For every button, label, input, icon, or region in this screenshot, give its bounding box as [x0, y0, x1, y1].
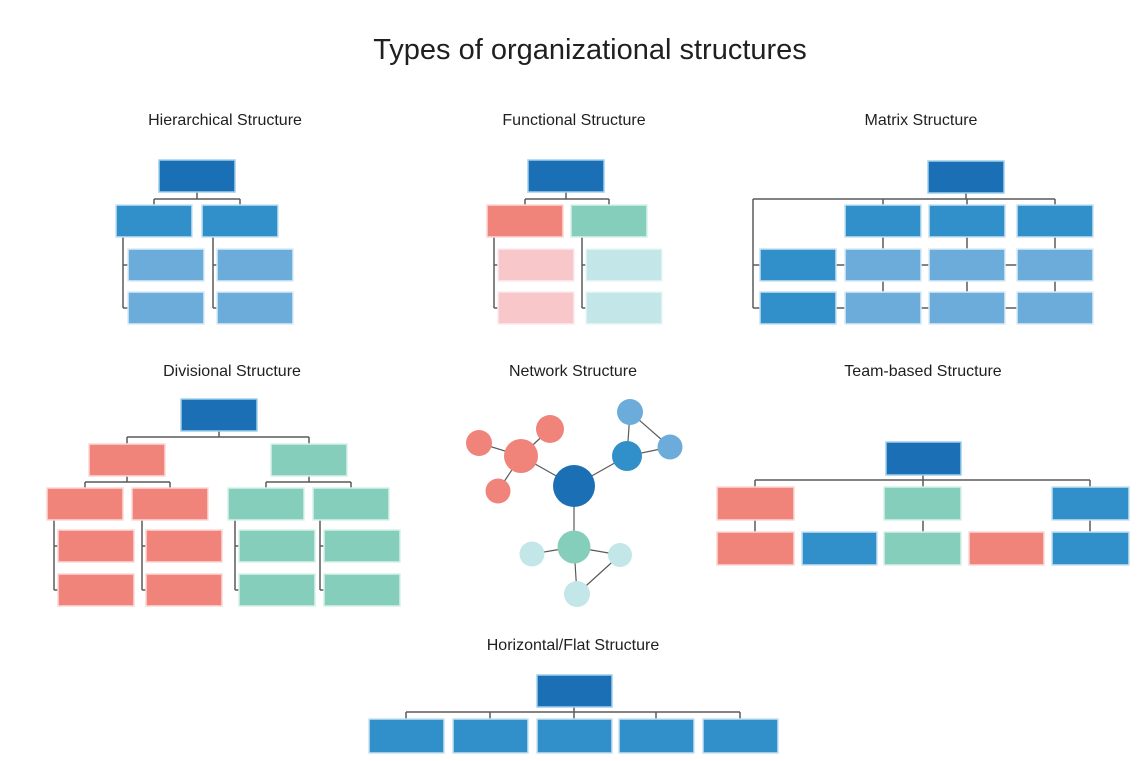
matrix-node-box — [844, 248, 922, 282]
matrix-node-box — [759, 291, 837, 325]
horizontal-flat-node-box — [368, 718, 445, 754]
functional-node-box — [570, 204, 648, 238]
panel-title-horizontal-flat: Horizontal/Flat Structure — [486, 637, 660, 654]
hierarchical-node-box — [216, 291, 294, 325]
divisional-node-box — [131, 487, 209, 521]
panel-title-team-based: Team-based Structure — [844, 363, 1002, 380]
divisional-node-box — [180, 398, 258, 432]
horizontal-flat-node-box — [452, 718, 529, 754]
divisional-node-box — [145, 529, 223, 563]
network-node-circle — [519, 541, 545, 567]
team-based-node-box — [801, 531, 878, 566]
network-node-circle — [612, 441, 642, 471]
matrix-node-box — [928, 204, 1006, 238]
divisional-node-box — [270, 443, 348, 477]
matrix-node-box — [1016, 248, 1094, 282]
divisional-node-box — [227, 487, 305, 521]
divisional-node-box — [323, 573, 401, 607]
functional-node-box — [497, 291, 575, 325]
hierarchical-node-box — [127, 291, 205, 325]
horizontal-flat-node-box — [536, 674, 613, 708]
hierarchical-node-box — [127, 248, 205, 282]
matrix-node-box — [844, 291, 922, 325]
team-based-node-box — [1051, 531, 1130, 566]
team-based-node-box — [968, 531, 1045, 566]
matrix-node-box — [928, 248, 1006, 282]
divisional-node-box — [57, 529, 135, 563]
hierarchical-node-box — [201, 204, 279, 238]
matrix-node-box — [759, 248, 837, 282]
network-node-circle — [657, 434, 683, 460]
panel-title-matrix: Matrix Structure — [864, 112, 978, 129]
team-based-node-box — [716, 531, 795, 566]
panel-title-functional: Functional Structure — [502, 112, 646, 129]
network-node-circle — [466, 430, 492, 456]
divisional-node-box — [238, 573, 316, 607]
network-node-circle — [608, 543, 632, 567]
network-node-circle — [557, 530, 591, 564]
matrix-node-box — [927, 160, 1005, 194]
matrix-node-box — [844, 204, 922, 238]
divisional-node-box — [238, 529, 316, 563]
divisional-node-box — [46, 487, 124, 521]
panel-matrix — [752, 160, 1094, 325]
panel-functional — [486, 159, 663, 325]
network-node-circle — [504, 439, 538, 473]
horizontal-flat-node-box — [536, 718, 613, 754]
functional-node-box — [585, 291, 663, 325]
panel-divisional — [46, 398, 401, 607]
hierarchical-node-box — [115, 204, 193, 238]
horizontal-flat-node-box — [702, 718, 779, 754]
network-node-circle — [485, 478, 511, 504]
functional-node-box — [497, 248, 575, 282]
network-node-circle — [564, 581, 590, 607]
team-based-node-box — [1051, 486, 1130, 521]
divisional-node-box — [323, 529, 401, 563]
team-based-node-box — [885, 441, 962, 476]
panel-network — [466, 399, 683, 607]
team-based-node-box — [883, 486, 962, 521]
panel-title-network: Network Structure — [508, 363, 638, 380]
functional-node-box — [486, 204, 564, 238]
horizontal-flat-node-box — [618, 718, 695, 754]
network-node-circle — [553, 465, 595, 507]
team-based-node-box — [716, 486, 795, 521]
matrix-node-box — [1016, 204, 1094, 238]
panel-horizontal-flat — [368, 674, 779, 754]
panel-title-divisional: Divisional Structure — [163, 363, 301, 380]
matrix-node-box — [1016, 291, 1094, 325]
page-title: Types of organizational structures — [373, 34, 807, 66]
panel-team-based — [716, 441, 1130, 566]
divisional-node-box — [312, 487, 390, 521]
hierarchical-node-box — [216, 248, 294, 282]
network-node-circle — [536, 415, 564, 443]
functional-node-box — [527, 159, 605, 193]
hierarchical-node-box — [158, 159, 236, 193]
divisional-node-box — [145, 573, 223, 607]
panel-hierarchical — [115, 159, 294, 325]
divisional-node-box — [88, 443, 166, 477]
network-node-circle — [617, 399, 643, 425]
divisional-node-box — [57, 573, 135, 607]
panel-title-hierarchical: Hierarchical Structure — [148, 112, 302, 129]
functional-node-box — [585, 248, 663, 282]
team-based-node-box — [883, 531, 962, 566]
matrix-node-box — [928, 291, 1006, 325]
